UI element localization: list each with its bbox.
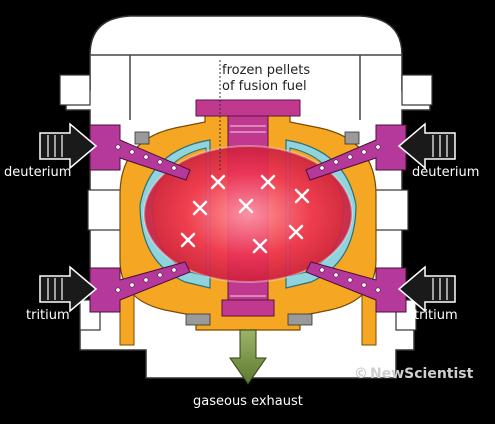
plasma [143, 145, 353, 283]
injection-channels [89, 124, 407, 313]
label-deuterium-right: deuterium [412, 165, 479, 180]
label-tritium-left: tritium [26, 308, 70, 323]
arrow-tail-stripes [47, 135, 448, 300]
credit-symbol: © [354, 366, 368, 382]
credit-text: NewScientist [370, 366, 474, 382]
credit-logo: © NewScientist [354, 366, 474, 382]
label-frozen-pellets-line1: frozen pellets [222, 63, 310, 78]
label-gaseous-exhaust: gaseous exhaust [193, 394, 303, 409]
label-frozen-pellets-line2: of fusion fuel [222, 79, 307, 94]
grey-blocks [134, 131, 360, 326]
label-tritium-right: tritium [414, 308, 458, 323]
label-deuterium-left: deuterium [4, 165, 71, 180]
input-arrow-icon [39, 122, 456, 313]
pellet-cross-icon [180, 174, 310, 254]
exhaust-arrow-icon [229, 329, 267, 385]
